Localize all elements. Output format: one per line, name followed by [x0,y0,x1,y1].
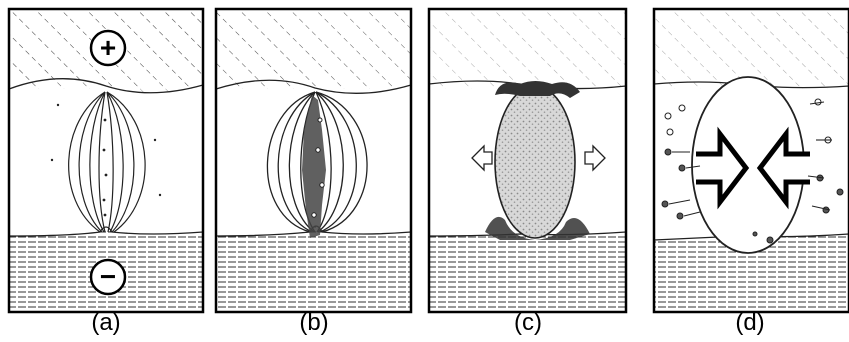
panel-c [429,9,626,312]
field-lines [69,92,145,232]
plasma-channel [495,86,575,238]
cathode-symbol: − [91,260,125,294]
caption-c: (c) [493,309,563,337]
panel-a: + − [9,9,203,312]
svg-text:+: + [100,32,116,63]
svg-text:−: − [100,261,116,292]
caption-a: (a) [71,309,141,337]
caption-d: (d) [715,309,785,337]
caption-b: (b) [279,309,349,337]
panel-b [216,9,411,312]
panel-d [654,9,849,312]
top-crater [495,81,580,98]
anode-symbol: + [91,31,125,65]
